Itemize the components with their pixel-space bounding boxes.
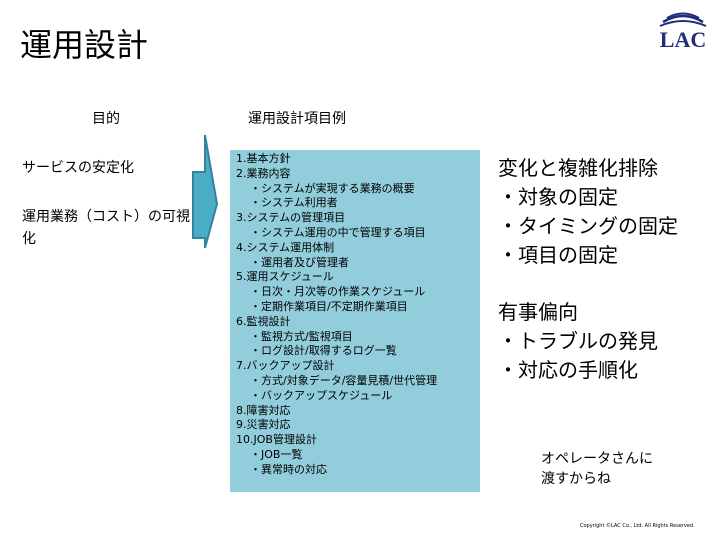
group-item: ・トラブルの発見 [498, 329, 658, 353]
operator-note: オペレータさんに渡すからね [541, 451, 653, 487]
design-item: ・定期作業項目/不定期作業項目 [250, 299, 408, 313]
design-item: 3.システムの管理項目 [236, 211, 346, 225]
purpose-stability: サービスの安定化 [22, 160, 134, 176]
examples-header: 運用設計項目例 [248, 111, 346, 127]
design-item: ・監視方式/監視項目 [250, 329, 353, 343]
group-item: ・対応の手順化 [498, 358, 638, 382]
group-emergency: 有事偏向 ・トラブルの発見 ・対応の手順化 [498, 298, 658, 385]
design-item: 6.監視設計 [236, 314, 291, 328]
purpose-visibility: 運用業務（コスト）の可視化 [22, 209, 190, 247]
design-item: ・運用者及び管理者 [250, 255, 349, 269]
design-item: 10.JOB管理設計 [236, 433, 317, 447]
group-heading: 有事偏向 [498, 300, 578, 324]
arrow-right-icon [192, 134, 219, 249]
logo-text: LAC [660, 27, 706, 50]
design-item: 7.バックアップ設計 [236, 359, 335, 373]
design-items-box [230, 150, 480, 492]
design-item: ・異常時の対応 [250, 462, 327, 476]
design-item: ・バックアップスケジュール [250, 388, 393, 402]
design-item: ・JOB一覧 [250, 447, 303, 461]
group-heading: 変化と複雑化排除 [498, 156, 658, 180]
design-item: 1.基本方針 [236, 152, 291, 165]
group-simplify: 変化と複雑化排除 ・対象の固定 ・タイミングの固定 ・項目の固定 [498, 154, 678, 270]
design-item: 5.運用スケジュール [236, 270, 334, 284]
design-item: ・システム運用の中で管理する項目 [250, 225, 426, 239]
design-item: 8.障害対応 [236, 403, 291, 417]
purpose-header: 目的 [92, 111, 120, 127]
design-item: ・ログ設計/取得するログ一覧 [250, 344, 397, 358]
design-item: ・システム利用者 [250, 196, 338, 210]
design-item: ・システムが実現する業務の概要 [250, 181, 415, 195]
group-item: ・対象の固定 [498, 185, 618, 209]
page-title: 運用設計 [20, 26, 149, 64]
group-item: ・項目の固定 [498, 243, 618, 267]
group-item: ・タイミングの固定 [498, 214, 678, 238]
design-item: ・日次・月次等の作業スケジュール [250, 285, 426, 299]
lac-logo: LAC [659, 12, 707, 50]
design-item: 9.災害対応 [236, 418, 291, 432]
design-item: 4.システム運用体制 [236, 240, 335, 254]
design-item: ・方式/対象データ/容量見積/世代管理 [250, 373, 438, 387]
copyright: Copyright ©LAC Co., Ltd. All Rights Rese… [580, 523, 695, 529]
design-item: 2.業務内容 [236, 166, 291, 180]
